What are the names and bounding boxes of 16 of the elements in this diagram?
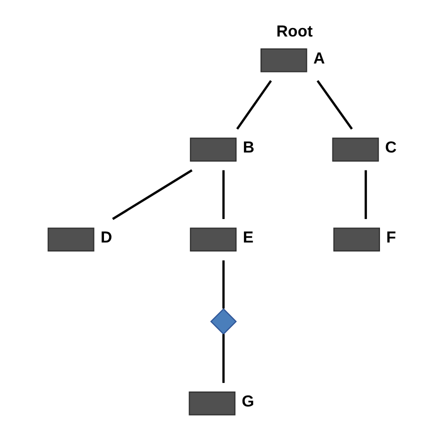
connector [112,169,192,220]
node-cross [210,308,236,335]
node-label: E [242,230,253,247]
node-label: G [241,394,254,411]
node-label: B [242,140,254,157]
connector [316,80,352,130]
node-label: F [386,230,396,247]
node-label: C [384,140,396,157]
connector [222,334,224,383]
node-label: D [100,230,112,247]
node-label: Root [276,24,312,41]
connector [364,170,366,220]
node-label: A [312,50,324,68]
connector [222,170,224,220]
connector [236,80,272,130]
connector [222,260,224,309]
